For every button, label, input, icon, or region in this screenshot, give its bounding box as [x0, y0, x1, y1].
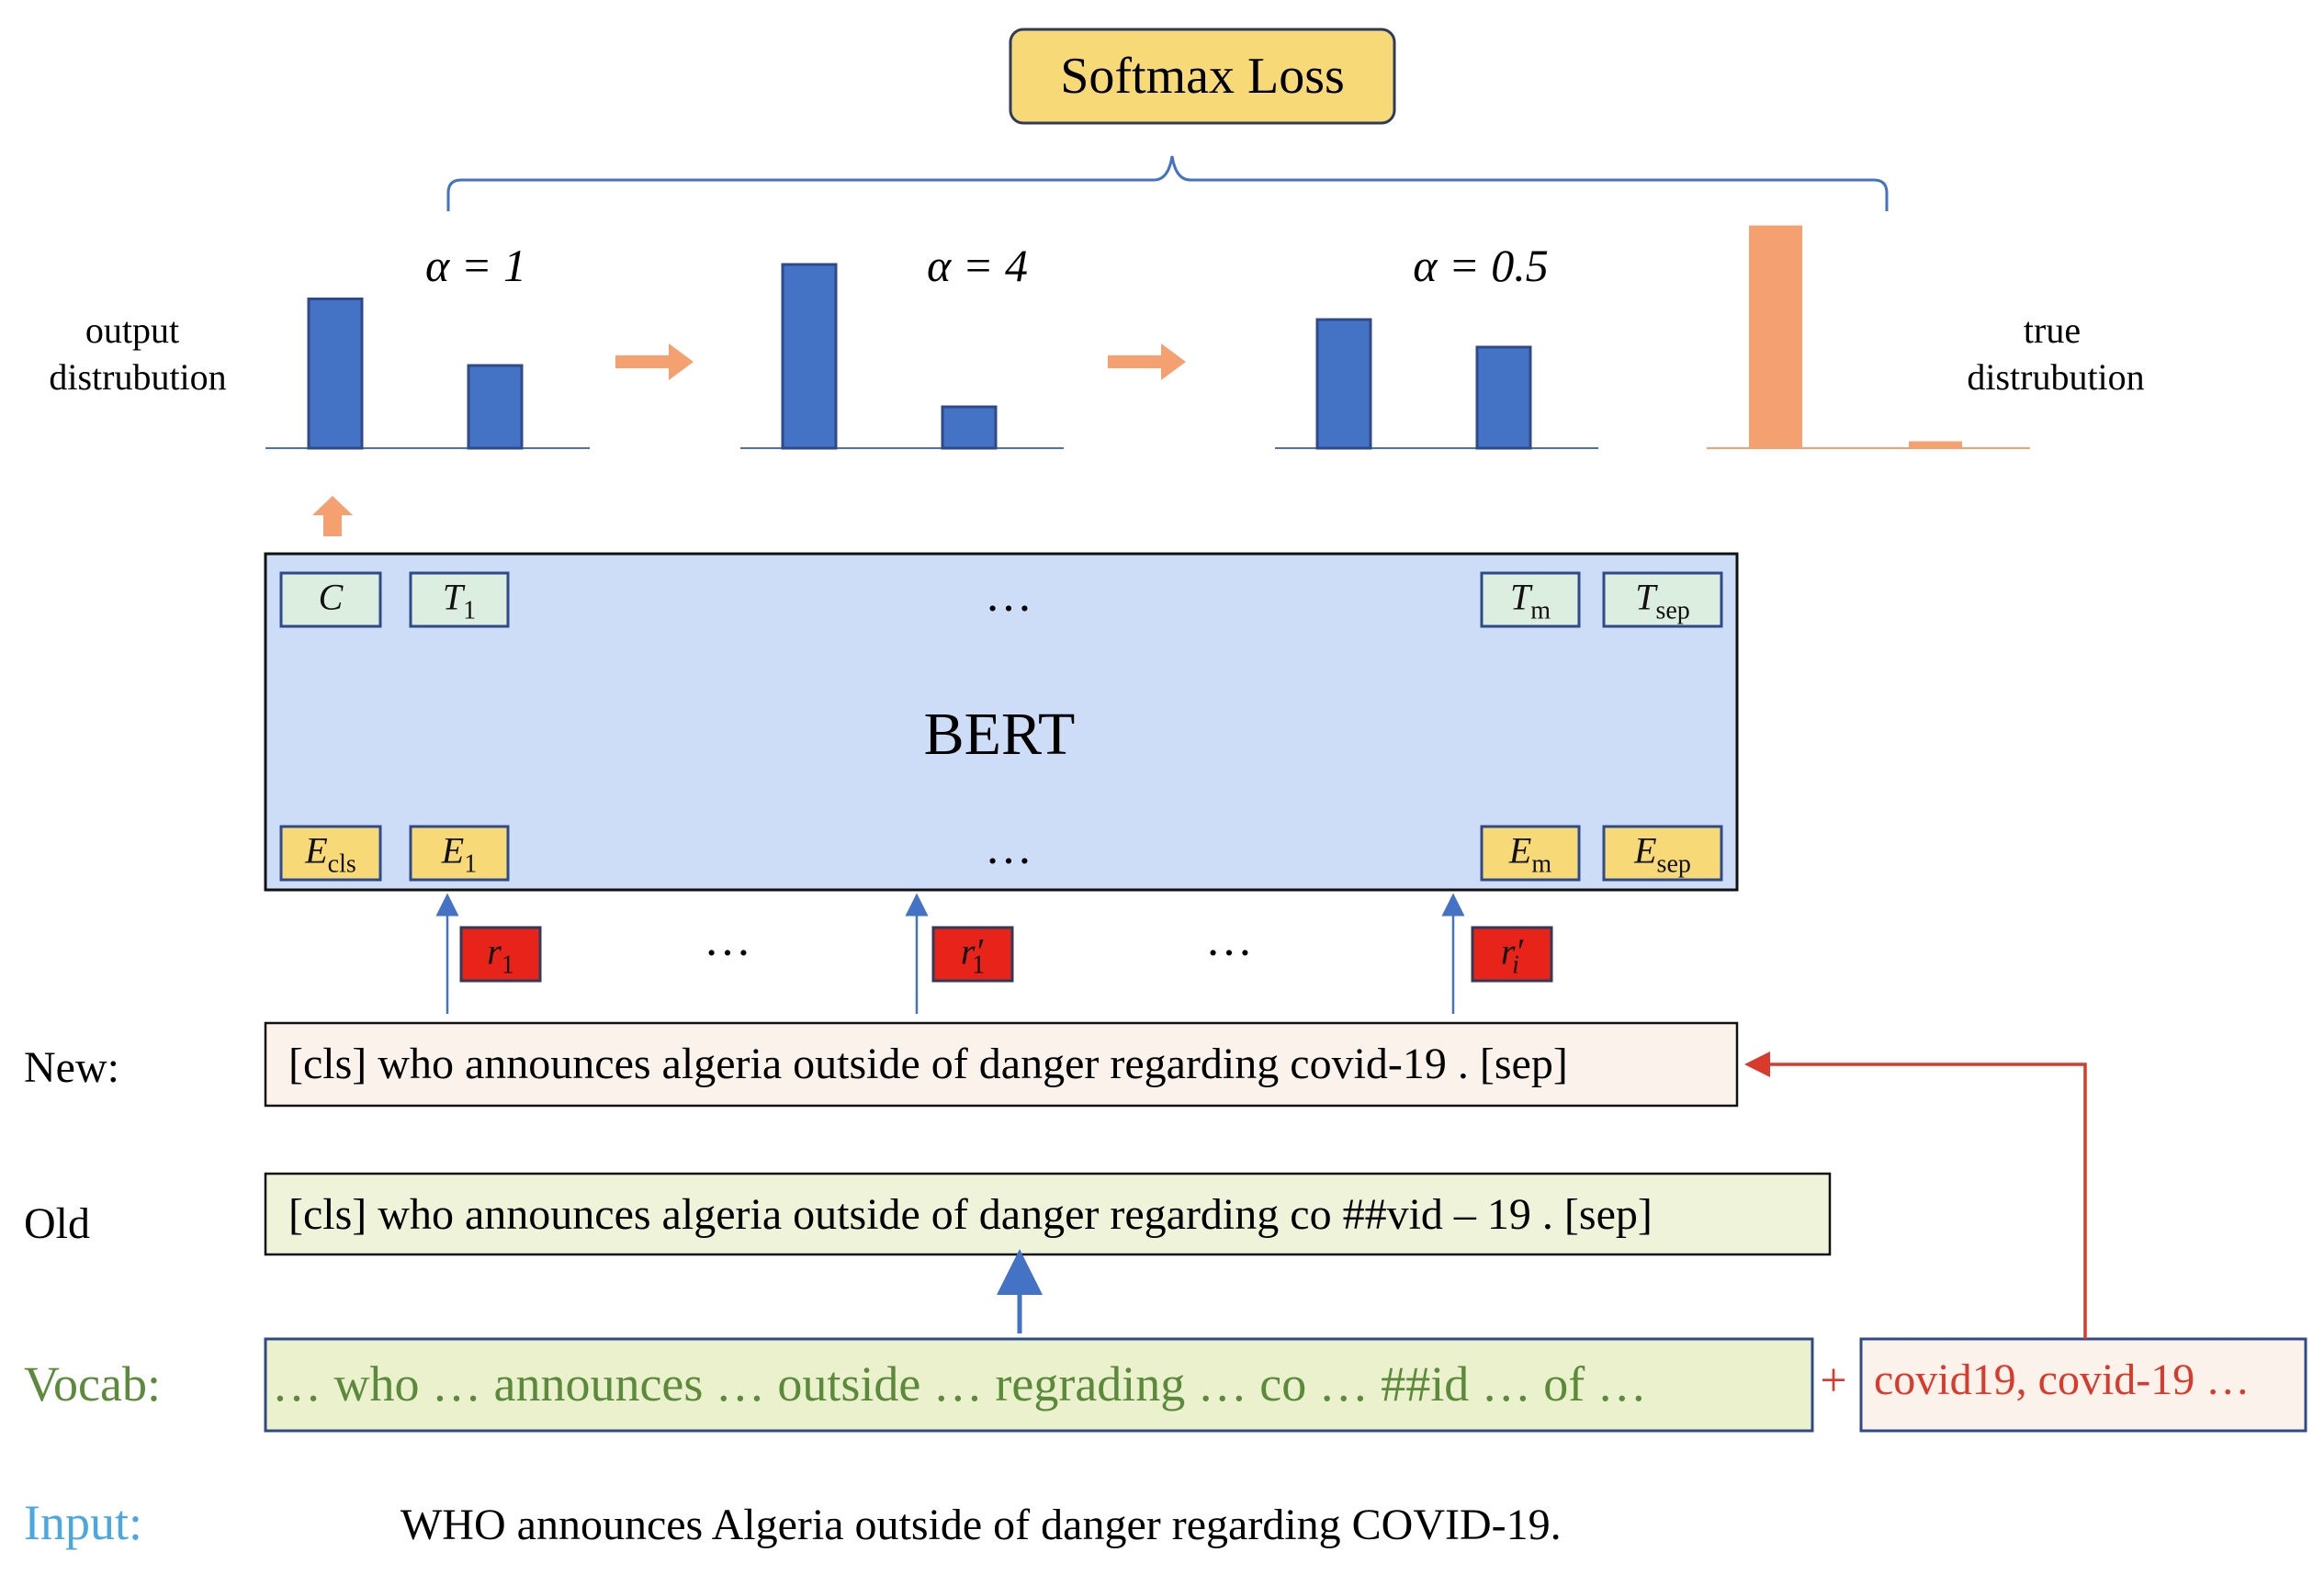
r-token-2: r′1: [931, 926, 1014, 983]
vocab-row-label: Vocab:: [24, 1356, 161, 1412]
bert-top-token-3: Tm: [1480, 571, 1581, 628]
true-label-line2: distrubution: [1967, 356, 2144, 398]
input-sentence: WHO announces Algeria outside of danger …: [400, 1501, 1562, 1549]
bert-title: BERT: [924, 701, 1076, 768]
new-sentence-text: [cls] who announces algeria outside of d…: [288, 1040, 1568, 1088]
bert-top-ellipsis: …: [985, 569, 1032, 622]
vocab-text: … who … announces … outside … regrading …: [272, 1356, 1647, 1412]
orange-arrow-2: [1108, 343, 1186, 380]
alpha-label-1: α = 1: [425, 240, 526, 291]
old-sentence-text: [cls] who announces algeria outside of d…: [288, 1190, 1653, 1239]
bert-top-token-1: C: [279, 571, 382, 628]
vocab-plus: +: [1820, 1355, 1846, 1407]
r-token-3-label: r′i: [1501, 930, 1525, 979]
softmax-loss-label: Softmax Loss: [1060, 48, 1345, 105]
chart-bar: [1749, 225, 1802, 448]
bert-bottom-token-4-label: Esep: [1633, 829, 1691, 878]
input-row-label: Input:: [24, 1495, 142, 1550]
output-label-line2: distrubution: [49, 356, 226, 398]
r-ellipsis-2: …: [1205, 914, 1253, 966]
old-sentence-box: [264, 1172, 1832, 1256]
bert-top-token-1-label: C: [319, 576, 344, 617]
r-token-1-label: r1: [487, 930, 514, 979]
bert-top-token-4-label: Tsep: [1635, 576, 1690, 624]
bert-bottom-ellipsis: …: [985, 822, 1032, 874]
r-token-1: r1: [459, 926, 542, 983]
new-vocab-text: covid19, covid-19 …: [1874, 1355, 2250, 1404]
loss-brace: [446, 155, 1889, 211]
softmax-loss-box: Softmax Loss: [1009, 28, 1396, 125]
r-token-2-label: r′1: [961, 930, 985, 979]
bert-bottom-token-3: Em: [1480, 825, 1581, 882]
chart-bar: [941, 405, 998, 450]
new-vocab-box: [1859, 1337, 2307, 1433]
red-feedback-arrow: [1744, 1052, 2087, 1339]
chart-bar: [1315, 318, 1372, 450]
bert-top-token-4: Tsep: [1602, 571, 1723, 628]
vocab-box: [264, 1337, 1814, 1433]
new-sentence-box: [264, 1021, 1739, 1108]
old-row-label: Old: [24, 1199, 90, 1248]
chart-bar: [781, 263, 838, 450]
chart-bar: [467, 364, 524, 450]
bert-bottom-token-1: Ecls: [279, 825, 382, 882]
r-token-boxes: r1 r′1 r′i: [459, 926, 1553, 983]
r-token-3: r′i: [1471, 926, 1553, 983]
bert-bottom-token-3-label: Em: [1508, 829, 1551, 878]
alpha-label-2: α = 4: [927, 240, 1028, 291]
chart-bar: [1909, 441, 1962, 448]
r-ellipsis-1: …: [704, 914, 751, 966]
chart-bar: [1475, 345, 1532, 450]
bert-bottom-token-4: Esep: [1602, 825, 1723, 882]
output-label-line1: output: [85, 309, 179, 351]
chart-bar: [307, 298, 364, 450]
true-label-line1: true: [2024, 309, 2081, 351]
new-row-label: New:: [24, 1043, 119, 1092]
orange-up-arrow: [312, 496, 353, 536]
bert-bottom-token-2: E1: [409, 825, 510, 882]
bar-charts: [265, 225, 2030, 450]
bert-top-token-2: T1: [409, 571, 510, 628]
bert-bottom-token-2-label: E1: [441, 829, 477, 878]
bert-bottom-token-1-label: Ecls: [304, 829, 356, 878]
bert-top-token-2-label: T1: [443, 576, 476, 624]
alpha-label-3: α = 0.5: [1413, 240, 1549, 291]
bert-top-token-3-label: Tm: [1510, 576, 1551, 624]
orange-arrow-1: [615, 343, 694, 380]
